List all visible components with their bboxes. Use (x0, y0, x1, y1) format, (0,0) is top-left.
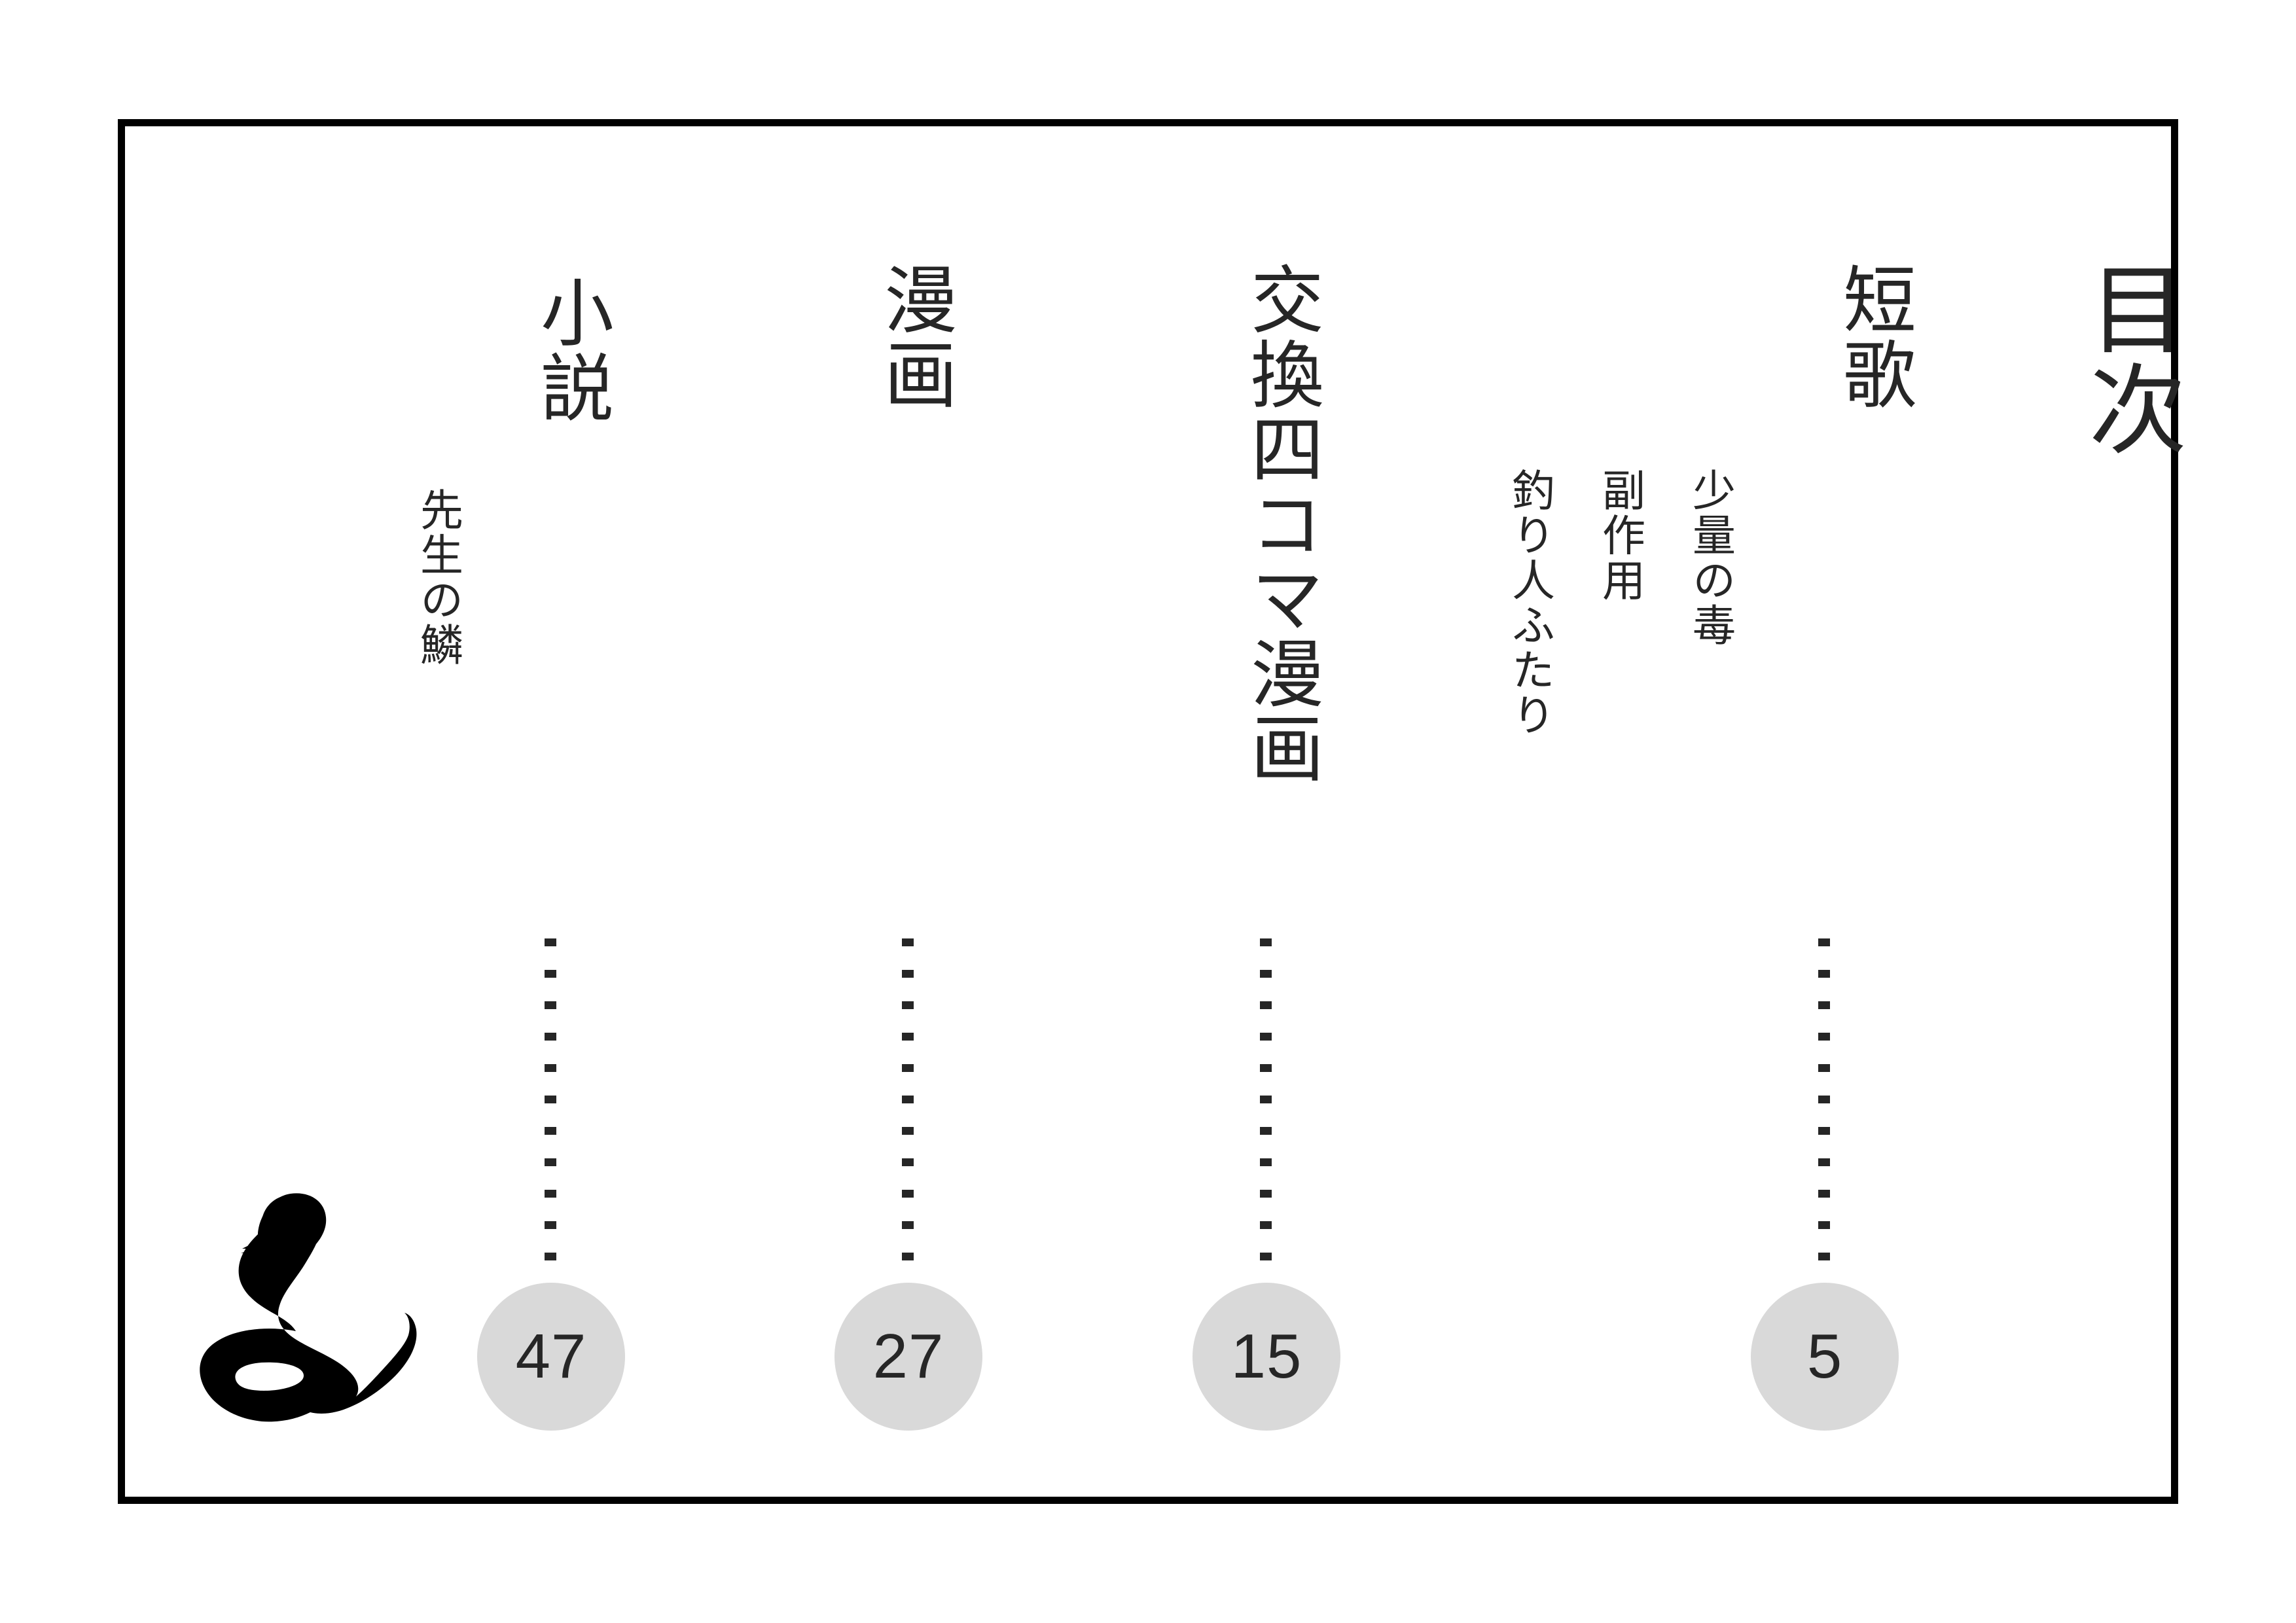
section-title-exchange-yonkoma[interactable]: 交換四コマ漫画 (1238, 262, 1323, 785)
section-entry-tanka-2[interactable]: 副作用 (1595, 468, 1645, 603)
page-number-tanka[interactable]: 5 (1751, 1283, 1899, 1431)
leader-dots-exchange-yonkoma (1260, 938, 1272, 1279)
leader-dots-tanka (1818, 938, 1830, 1279)
section-title-novel[interactable]: 小説 (528, 275, 613, 425)
section-title-manga[interactable]: 漫画 (872, 262, 957, 412)
page-border-frame (118, 119, 2178, 1504)
leader-dots-novel (545, 938, 556, 1279)
section-entry-tanka-3[interactable]: 釣り人ふたり (1505, 468, 1555, 738)
leader-dots-manga (902, 938, 914, 1279)
page-number-manga[interactable]: 27 (834, 1283, 982, 1431)
section-entry-tanka-1[interactable]: 少量の毒 (1685, 468, 1736, 648)
page-number-novel[interactable]: 47 (477, 1283, 625, 1431)
section-entry-novel-1[interactable]: 先生の鱗 (413, 488, 463, 668)
section-title-tanka[interactable]: 短歌 (1831, 262, 1916, 412)
snake-silhouette-icon (200, 1193, 417, 1422)
page-number-exchange-yonkoma[interactable]: 15 (1193, 1283, 1340, 1431)
page-title: 目次 (2072, 259, 2186, 459)
